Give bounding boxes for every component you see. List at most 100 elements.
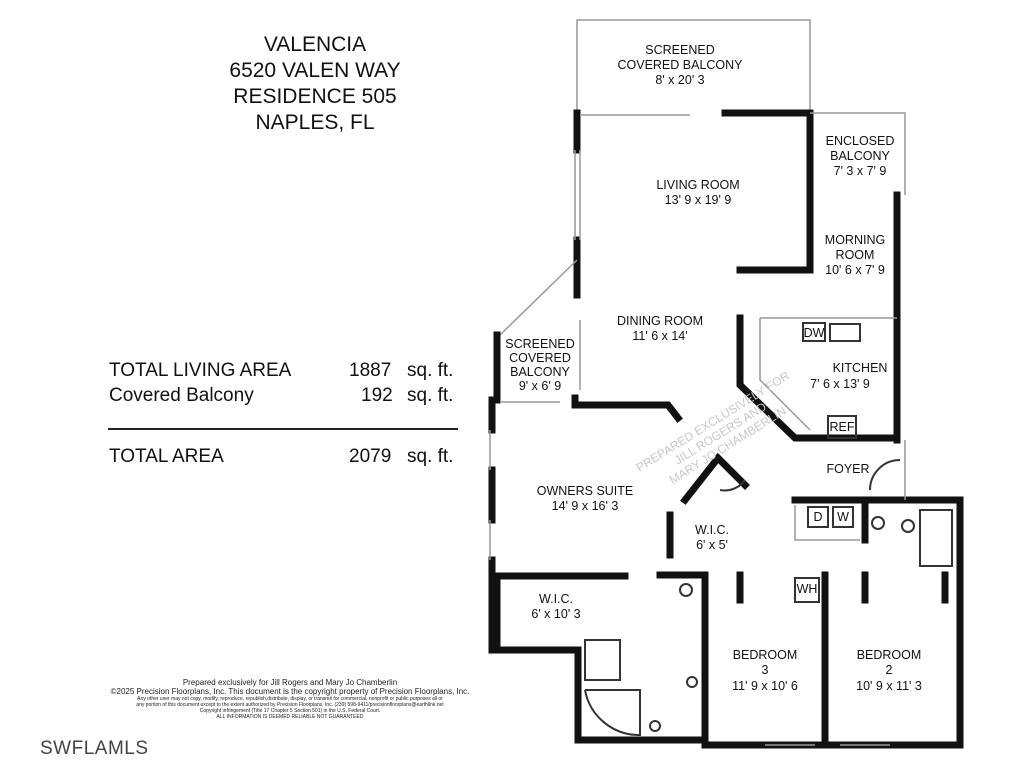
room-name: W.I.C.	[695, 523, 729, 537]
title-line: RESIDENCE 505	[233, 85, 397, 108]
room-foyer: FOYER	[826, 462, 869, 476]
washer-label: W	[837, 510, 849, 524]
window	[765, 440, 906, 746]
area-value: 1887	[349, 360, 392, 381]
room-name: SCREENED	[645, 43, 714, 57]
wall	[701, 496, 964, 749]
divider	[108, 428, 458, 430]
wall	[721, 109, 814, 274]
room-name: 2	[886, 663, 893, 677]
room-dim: 7' 3 x 7' 9	[834, 164, 887, 178]
fine-print-line: Copyright infringement (Title 17 Chapter…	[199, 708, 381, 714]
room-screened-balcony-left: SCREENED COVERED BALCONY 9' x 6' 9	[505, 337, 574, 393]
title-line: 6520 VALEN WAY	[229, 59, 401, 82]
room-morning: MORNING ROOM 10' 6 x 7' 9	[825, 233, 885, 277]
shower	[919, 509, 953, 567]
wall	[488, 396, 709, 744]
room-name: LIVING ROOM	[656, 178, 739, 192]
room-dim: 6' x 5'	[696, 538, 728, 552]
enclosed-balcony	[810, 112, 906, 195]
area-label: Covered Balcony	[109, 385, 254, 406]
room-name: 3	[762, 663, 769, 677]
room-name: ENCLOSED	[826, 134, 895, 148]
room-enclosed-balcony: ENCLOSED BALCONY 7' 3 x 7' 9	[826, 134, 895, 178]
room-name: COVERED	[509, 351, 571, 365]
dryer-label: D	[813, 510, 822, 524]
mls-logo: SWFLAMLS	[40, 738, 149, 759]
room-name: OWNERS SUITE	[537, 484, 634, 498]
room-name: SCREENED	[505, 337, 574, 351]
sink	[829, 323, 861, 342]
door-swing	[719, 459, 901, 492]
watermark: PREPARED EXCLUSIVELY FOR JILL ROGERS AND…	[634, 368, 793, 487]
room-name: COVERED BALCONY	[617, 58, 743, 72]
wall	[656, 452, 750, 749]
room-dim: 10' 6 x 7' 9	[825, 263, 885, 277]
room-dim: 11' 9 x 10' 6	[732, 679, 798, 693]
counter	[759, 317, 897, 431]
dw-label: DW	[804, 326, 825, 340]
property-title: VALENCIA 6520 VALEN WAY RESIDENCE 505 NA…	[200, 32, 430, 136]
room-name: DINING ROOM	[617, 314, 703, 328]
bathtub	[584, 689, 641, 737]
area-value: 192	[361, 385, 393, 406]
room-name: BEDROOM	[733, 648, 798, 662]
area-label: TOTAL LIVING AREA	[109, 360, 292, 381]
copyright-notice: Prepared exclusively for Jill Rogers and…	[70, 678, 510, 720]
room-screened-balcony-top: SCREENED COVERED BALCONY 8' x 20' 3	[617, 43, 743, 87]
fine-print-line: any portion of this document except to t…	[136, 702, 444, 708]
area-label: TOTAL AREA	[109, 446, 224, 467]
fine-print-line: Any other user may not copy, modify, rep…	[137, 696, 443, 702]
area-unit: sq. ft.	[407, 446, 454, 467]
wall	[493, 331, 683, 423]
fine-print-line: Prepared exclusively for Jill Rogers and…	[182, 678, 398, 687]
room-name: MORNING	[825, 233, 885, 247]
refrigerator	[827, 415, 857, 439]
room-kitchen: KITCHEN 7' 6 x 13' 9	[810, 361, 887, 391]
fine-print-line: ©2025 Precision Floorplans, Inc. This do…	[110, 687, 470, 696]
toilet	[901, 519, 915, 533]
area-unit: sq. ft.	[407, 360, 454, 381]
shower	[584, 639, 621, 681]
room-name: BALCONY	[510, 365, 570, 379]
balcony-screen	[499, 259, 578, 336]
room-dim: 9' x 6' 9	[519, 379, 561, 393]
room-dim: 13' 9 x 19' 9	[665, 193, 732, 207]
area-value: 2079	[349, 446, 392, 467]
sink	[649, 720, 661, 732]
room-name: KITCHEN	[833, 361, 888, 375]
sink	[686, 676, 698, 688]
ref-label: REF	[830, 420, 855, 434]
room-dim: 8' x 20' 3	[655, 73, 704, 87]
room-bedroom-2: BEDROOM 2 10' 9 x 11' 3	[856, 648, 922, 693]
room-name: ROOM	[836, 248, 875, 262]
room-name: W.I.C.	[539, 592, 573, 606]
room-dining: DINING ROOM 11' 6 x 14'	[617, 314, 703, 343]
fine-print-line: ALL INFORMATION IS DEEMED RELIABLE NOT G…	[216, 714, 364, 720]
room-name: BEDROOM	[857, 648, 922, 662]
slider	[500, 320, 581, 403]
washer	[832, 506, 854, 528]
balcony-screen	[576, 19, 811, 115]
room-dim: 14' 9 x 16' 3	[552, 499, 619, 513]
dishwasher	[802, 322, 826, 342]
title-line: VALENCIA	[263, 33, 367, 56]
dryer	[807, 506, 829, 528]
wall	[493, 572, 629, 654]
room-owners-suite: OWNERS SUITE 14' 9 x 16' 3	[537, 484, 634, 513]
area-unit: sq. ft.	[407, 385, 454, 406]
sink	[871, 516, 885, 530]
room-dim: 10' 9 x 11' 3	[856, 679, 922, 693]
window	[574, 114, 690, 240]
room-dim: 11' 6 x 14'	[632, 329, 687, 343]
room-name: BALCONY	[830, 149, 890, 163]
title-line: NAPLES, FL	[255, 111, 375, 134]
room-bedroom-3: BEDROOM 3 11' 9 x 10' 6	[732, 648, 798, 693]
room-living: LIVING ROOM 13' 9 x 19' 9	[656, 178, 739, 207]
toilet	[679, 583, 693, 597]
room-wic-small: W.I.C. 6' x 5'	[695, 523, 729, 552]
room-dim: 6' x 10' 3	[531, 607, 580, 621]
wh-label: WH	[797, 582, 818, 596]
room-dim: 7' 6 x 13' 9	[810, 377, 870, 391]
